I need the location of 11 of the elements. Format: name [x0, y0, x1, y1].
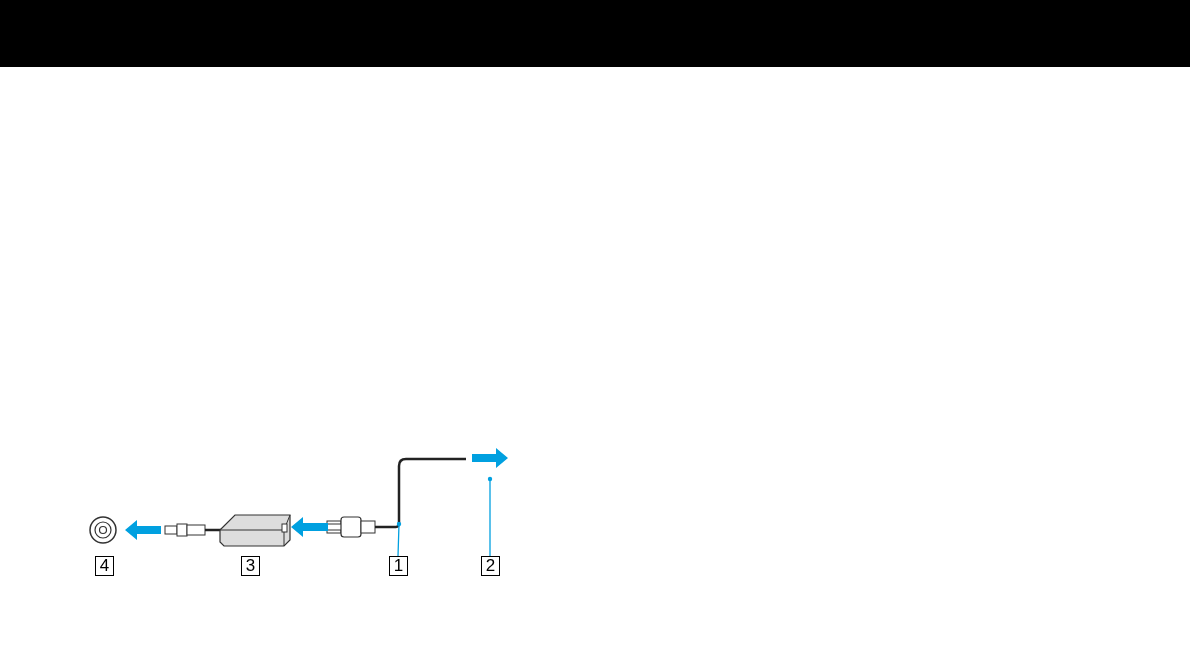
callout-number: 3	[241, 556, 260, 576]
callout-number: 1	[389, 556, 408, 576]
arrow	[291, 517, 328, 537]
ac-adapter-drawing	[219, 514, 291, 547]
leader-line	[487, 476, 493, 557]
plug-direction-arrow	[472, 448, 508, 468]
leader-line	[396, 521, 402, 557]
power-cord	[375, 457, 466, 529]
plug-direction-arrow	[125, 520, 161, 540]
callout-number: 4	[95, 556, 114, 576]
callout-number: 2	[481, 556, 500, 576]
